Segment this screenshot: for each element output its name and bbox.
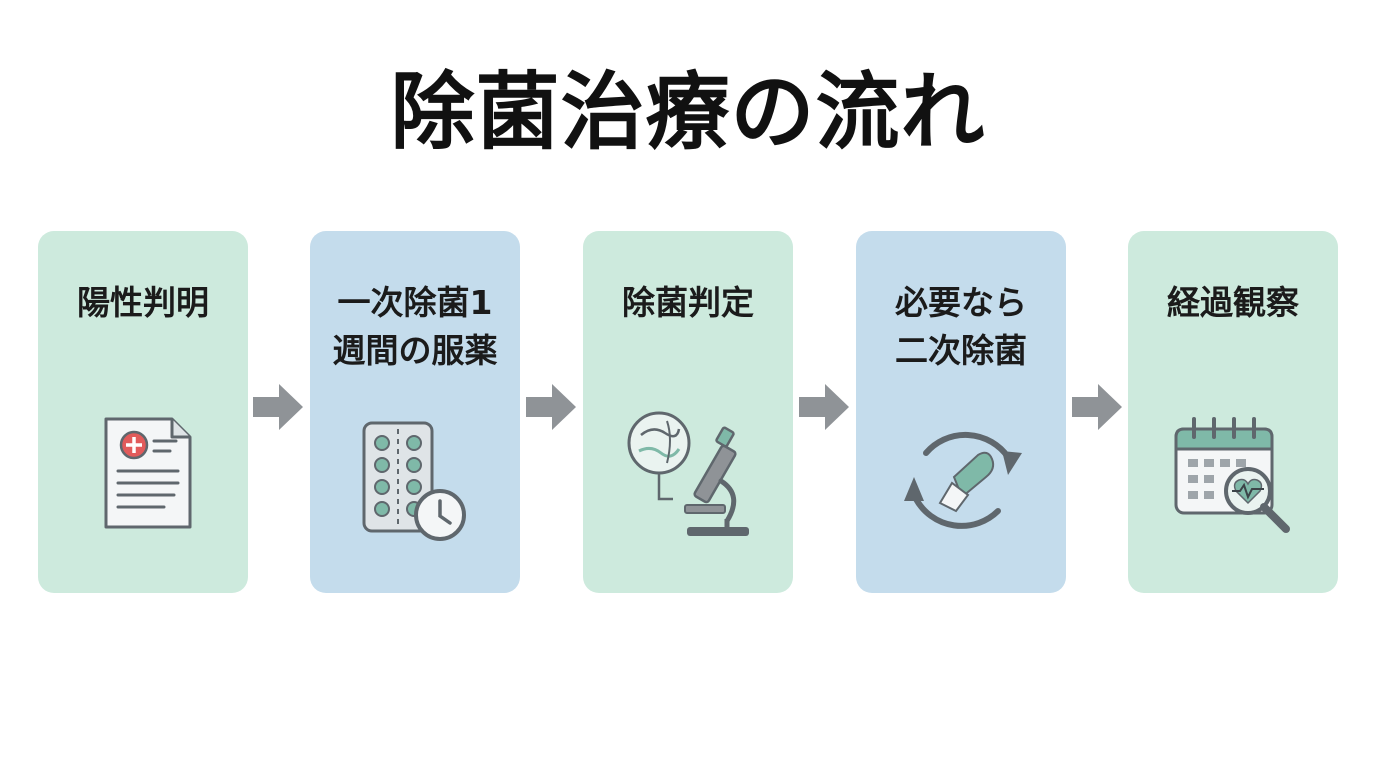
arrow-right-icon (799, 384, 849, 430)
step-card-1: 陽性判明 (38, 231, 248, 593)
step-card-3: 除菌判定 (583, 231, 793, 593)
arrow-right-icon (1072, 384, 1122, 430)
step-label-1: 陽性判明 (77, 283, 209, 322)
calendar-magnifier-icon (1174, 417, 1290, 533)
step-label-5: 経過観察 (1167, 283, 1299, 322)
step-label-2: 一次除菌1 週間の服薬 (332, 283, 498, 370)
step-label-4: 必要なら 二次除菌 (895, 283, 1027, 370)
arrow-right-icon (526, 384, 576, 430)
microscope-icon (627, 411, 749, 536)
pill-pack-clock-icon (362, 421, 466, 541)
medical-document-icon (104, 417, 192, 529)
step-card-2: 一次除菌1 週間の服薬 (310, 231, 520, 593)
step-label-3: 除菌判定 (622, 283, 754, 322)
step-card-5: 経過観察 (1128, 231, 1338, 593)
step-card-4: 必要なら 二次除菌 (856, 231, 1066, 593)
page-title: 除菌治療の流れ (390, 63, 986, 161)
repeat-cycle-icon (904, 431, 1022, 529)
arrow-right-icon (253, 384, 303, 430)
